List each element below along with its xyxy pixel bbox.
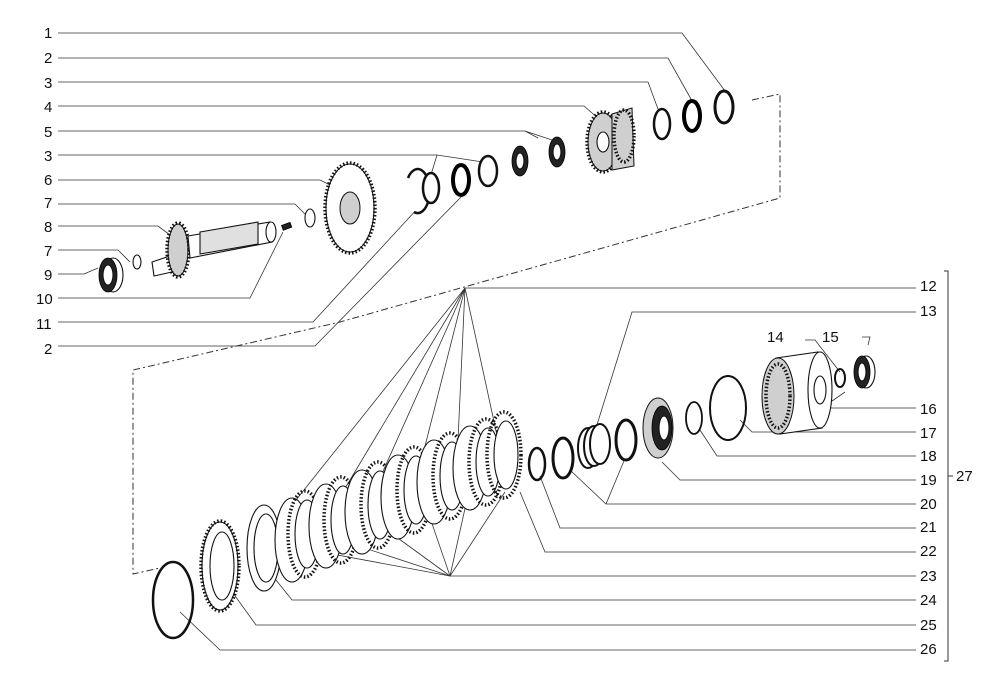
callout-labels-left: 1 2 3 4 5 3 6 7 8 7 9 10 11 2: [36, 25, 53, 358]
callout-10: 10: [36, 291, 53, 308]
assembly-centerline: [132, 93, 781, 575]
callout-7-upper: 7: [44, 195, 52, 212]
callout-12: 12: [920, 278, 937, 295]
callout-18: 18: [920, 448, 937, 465]
callout-11: 11: [36, 316, 52, 333]
snap-ring-14: [834, 368, 846, 388]
callout-8: 8: [44, 219, 52, 236]
washer-3-lower: [421, 171, 441, 205]
callout-24: 24: [920, 592, 937, 609]
callout-23: 23: [920, 568, 937, 585]
leader-lines-upper: [58, 32, 729, 347]
callout-1: 1: [44, 25, 52, 42]
ring-1: [713, 89, 735, 125]
gear-4: [585, 107, 636, 174]
callout-2-upper: 2: [44, 50, 52, 67]
bearing-15: [853, 355, 876, 389]
callout-17: 17: [920, 425, 937, 442]
callout-13: 13: [920, 303, 937, 320]
snap-ring-7-lower: [132, 254, 142, 270]
callout-4: 4: [44, 99, 52, 116]
needle-bearing-5: [511, 136, 566, 177]
callout-5: 5: [44, 124, 52, 141]
washer-20-left: [551, 436, 575, 480]
callout-22: 22: [920, 543, 937, 560]
callout-6: 6: [44, 172, 52, 189]
piston-19: [642, 397, 674, 459]
snap-ring-7-upper: [304, 208, 316, 228]
callout-26: 26: [920, 641, 937, 658]
bearing-9: [98, 257, 124, 293]
ring-2-upper: [682, 99, 702, 133]
shaft-gear-8: [151, 221, 277, 279]
callout-16: 16: [920, 401, 937, 418]
o-ring-26: [151, 560, 195, 640]
callout-27: 27: [956, 468, 973, 485]
washer-3-upper: [652, 107, 672, 141]
callout-3-upper: 3: [44, 75, 52, 92]
ring-2-lower: [451, 163, 471, 197]
callout-14: 14: [767, 329, 784, 346]
group-27-bracket: [944, 270, 953, 662]
seal-18: [685, 401, 703, 435]
callout-labels-right: 12 13 14 15 16 17 18 19 20 21 22 23 24 2…: [767, 278, 973, 658]
plate-25: [199, 519, 241, 613]
clutch-discs: [274, 410, 523, 583]
snap-ring-21: [527, 446, 547, 482]
callout-21: 21: [920, 519, 937, 536]
pin-10: [281, 221, 293, 231]
callout-7-lower: 7: [44, 243, 52, 260]
callout-25: 25: [920, 617, 937, 634]
callout-15: 15: [822, 329, 839, 346]
clutch-drum-16: [761, 351, 833, 435]
callout-2-lower: 2: [44, 341, 52, 358]
leader-lines-lower: [179, 287, 916, 651]
callout-9: 9: [44, 267, 52, 284]
spring-13: [577, 423, 611, 469]
callout-20: 20: [920, 496, 937, 513]
gear-6: [323, 161, 377, 255]
washer-20-right: [614, 418, 638, 462]
washer-3-upper-left: [477, 154, 499, 188]
seal-17: [709, 375, 747, 441]
callout-19: 19: [920, 472, 937, 489]
callout-3-lower: 3: [44, 148, 52, 165]
